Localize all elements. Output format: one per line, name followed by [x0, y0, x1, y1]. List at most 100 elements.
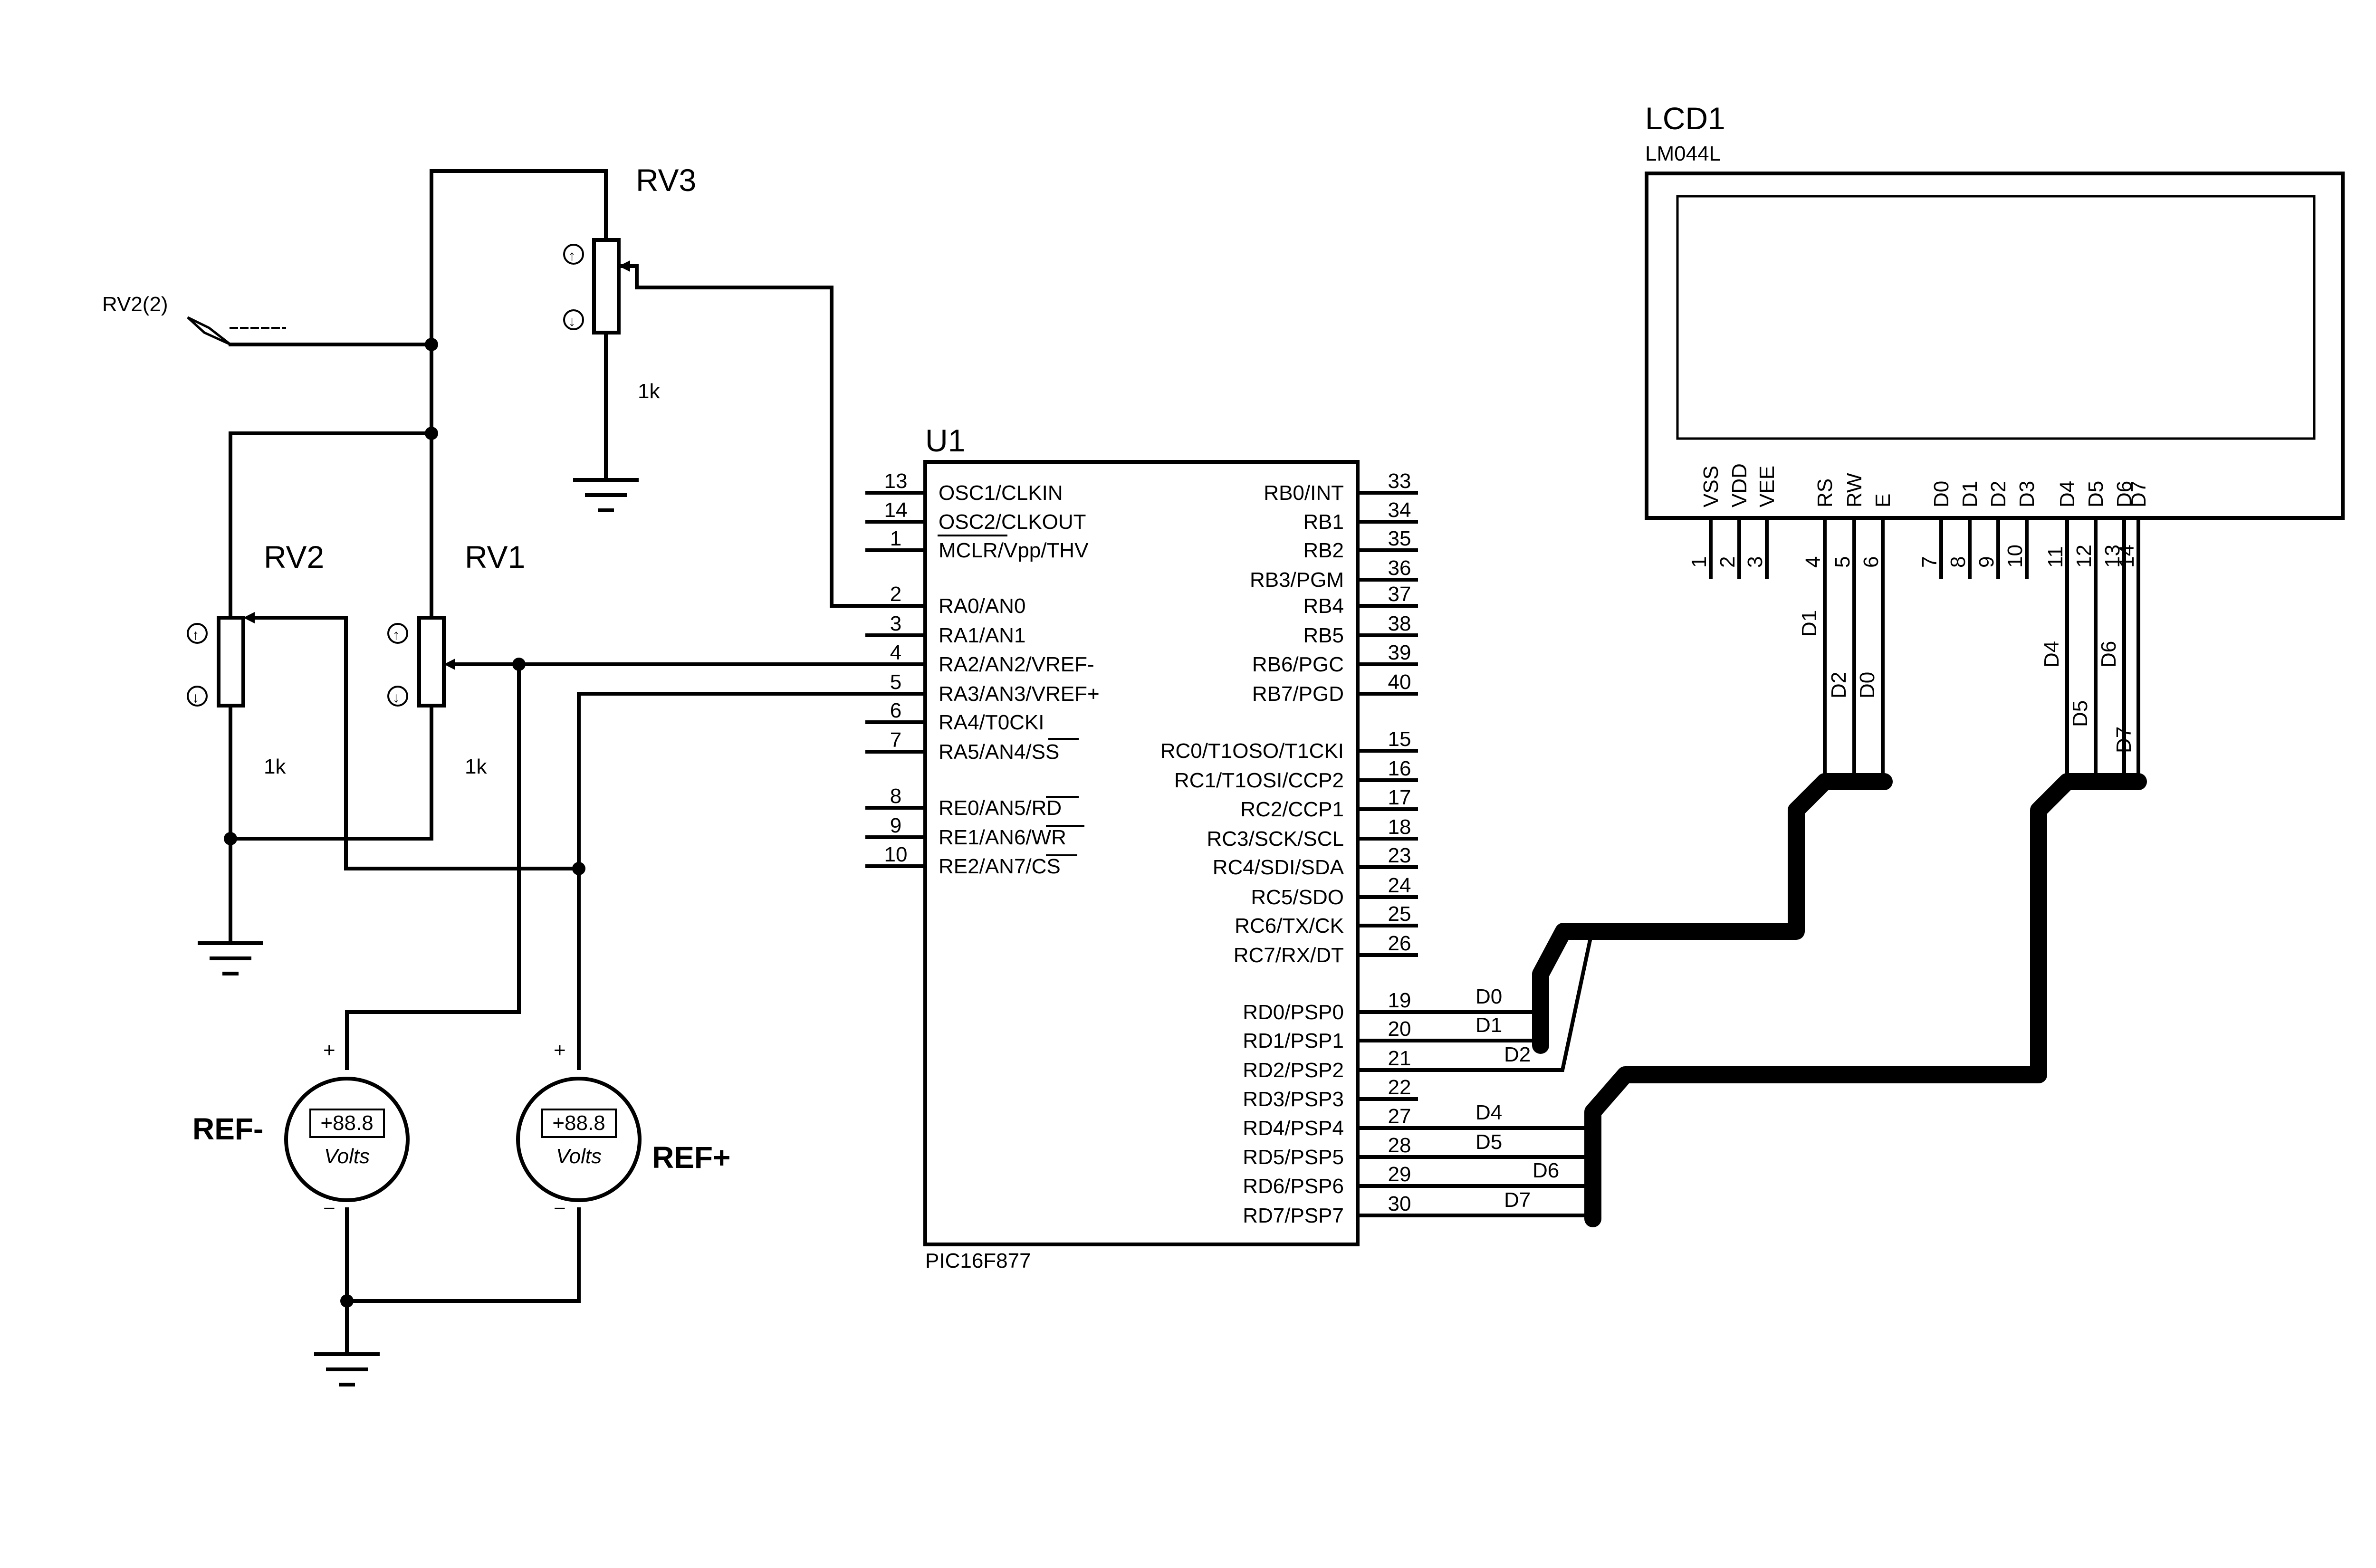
u1-pin-label: RC5/SDO	[1251, 886, 1344, 909]
rv2-ref: RV2	[264, 539, 324, 574]
u1-pin-label: RD4/PSP4	[1243, 1117, 1344, 1140]
u1-pin-label: RB2	[1303, 539, 1344, 562]
wire-rv1-bottom	[229, 704, 433, 841]
junction-dot	[340, 1294, 354, 1308]
voltmeter-ref-minus: +88.8 Volts + − REF-	[192, 1039, 410, 1220]
u1-pin-number: 35	[1388, 527, 1411, 550]
net-label-d2: D2	[1504, 1043, 1531, 1066]
u1-pin-label: RC3/SCK/SCL	[1207, 827, 1344, 851]
u1-pin-number: 30	[1388, 1192, 1411, 1215]
u1-pin-number: 1	[890, 527, 901, 550]
u1-pin-label: MCLR/Vpp/THV	[939, 539, 1089, 562]
lcd-pin-label: D2	[1987, 481, 2010, 507]
u1-pin-label: RB0/INT	[1264, 481, 1344, 505]
net-label-d0: D0	[1475, 985, 1502, 1008]
u1-pin-label: RC1/T1OSI/CCP2	[1174, 769, 1344, 792]
ref-minus-display: +88.8	[320, 1111, 373, 1135]
analog-wires	[224, 169, 927, 1356]
u1-pin-number: 33	[1388, 469, 1411, 493]
potentiometer-rv3: RV3 1k ↑ ↓	[563, 163, 696, 403]
u1-pin-label: RC6/TX/CK	[1235, 914, 1344, 937]
u1-pin-number: 40	[1388, 670, 1411, 694]
u1-pin-label: RD1/PSP1	[1243, 1029, 1344, 1052]
junction-dot	[425, 338, 438, 351]
u1-pin-number: 25	[1388, 902, 1411, 926]
lcd-pin-number: 13	[2101, 545, 2124, 568]
rv3-down-icon	[563, 309, 584, 330]
u1-pin-label: RA5/AN4/SS	[939, 740, 1059, 764]
lcd-pin-number: 12	[2072, 545, 2096, 568]
u1-pin-number: 27	[1388, 1105, 1411, 1128]
rv3-wiper-arrow	[619, 260, 630, 272]
u1-pin-number: 38	[1388, 612, 1411, 635]
lcd-pin-number: 2	[1716, 556, 1739, 568]
lcd-pin-number: 11	[2044, 546, 2067, 568]
u1-pin-number: 19	[1388, 989, 1411, 1012]
ground-symbol-meters	[314, 1352, 380, 1386]
lcd-screen	[1676, 195, 2316, 440]
u1-pin-label: RE1/AN6/WR	[939, 826, 1066, 849]
u1-pin-number: 14	[884, 498, 908, 522]
u1-pin-label: OSC2/CLKOUT	[939, 510, 1086, 534]
u1-pin-number: 2	[890, 583, 901, 606]
u1-pin-label: RD7/PSP7	[1243, 1204, 1344, 1227]
lcd-pin-label: D4	[2056, 481, 2079, 507]
u1-pin-label: RD0/PSP0	[1243, 1001, 1344, 1024]
wire-meter-ground	[345, 1207, 581, 1303]
rv1-down-icon	[387, 686, 408, 707]
u1-pin-label: RA1/AN1	[939, 624, 1025, 647]
lcd-pin-label: VEE	[1755, 466, 1779, 507]
rv3-ref: RV3	[636, 163, 696, 198]
u1-pin-label: RB5	[1303, 624, 1344, 647]
ref-minus-plus-sign: +	[323, 1039, 335, 1062]
ref-plus-label: REF+	[652, 1140, 730, 1175]
lcd-pin-label: D7	[2127, 481, 2150, 507]
u1-pin-label: RD3/PSP3	[1243, 1088, 1344, 1111]
lcd-pin-label: D1	[1958, 481, 1982, 507]
u1-pin-label: RE2/AN7/CS	[939, 855, 1061, 878]
lcd-pin-number: 7	[1918, 556, 1941, 568]
lcd-net-d1: D1	[1798, 610, 1821, 637]
u1-pin-number: 37	[1388, 583, 1411, 606]
u1-pin-number: 21	[1388, 1047, 1411, 1070]
u1-pin-number: 28	[1388, 1134, 1411, 1157]
u1-pin-number: 6	[890, 699, 901, 722]
ref-minus-unit: Volts	[324, 1145, 370, 1168]
rv3-down-glyph: ↓	[568, 314, 575, 329]
rv2-wiper-arrow	[243, 612, 255, 623]
net-label-d1: D1	[1475, 1013, 1502, 1037]
lcd-pin-label: RS	[1813, 478, 1837, 507]
ref-plus-unit: Volts	[556, 1145, 602, 1168]
lcd-part: LM044L	[1645, 142, 1721, 165]
rv2-value: 1k	[264, 755, 286, 778]
u1-pin-number: 8	[890, 784, 901, 808]
ref-minus-body	[284, 1077, 410, 1202]
u1-pin-label: RD6/PSP6	[1243, 1175, 1344, 1198]
lcd-net-d0: D0	[1856, 672, 1879, 698]
u1-pin-label: RC2/CCP1	[1240, 798, 1344, 821]
rv1-ref: RV1	[465, 539, 525, 574]
ref-minus-minus-sign: −	[323, 1197, 335, 1220]
potentiometer-rv2: RV2 1k ↑ ↓	[187, 539, 324, 778]
potentiometer-rv1: RV1 1k ↑ ↓	[387, 539, 525, 778]
lcd-pin-label: E	[1871, 494, 1895, 507]
u1-pin-number: 7	[890, 728, 901, 752]
u1-pin-label: OSC1/CLKIN	[939, 481, 1063, 505]
lcd-pin-number: 5	[1831, 556, 1854, 568]
u1-pin-label: RA3/AN3/VREF+	[939, 682, 1100, 706]
rv1-up-glyph: ↑	[393, 627, 400, 643]
u1-pin-label: RC4/SDI/SDA	[1213, 856, 1344, 879]
junction-dot	[512, 658, 526, 671]
rv3-body	[592, 238, 621, 335]
u1-pin-label: RB3/PGM	[1250, 568, 1344, 592]
rv1-down-glyph: ↓	[393, 690, 400, 706]
lcd-pin-label: RW	[1843, 473, 1866, 507]
u1-pin-number: 17	[1388, 786, 1411, 809]
ref-plus-plus-sign: +	[554, 1039, 566, 1062]
voltmeter-ref-plus: +88.8 Volts + − REF+	[516, 1039, 730, 1220]
wire-rv3-wiper-ra0	[635, 286, 927, 608]
lcd-pin-number: 3	[1744, 556, 1767, 568]
terminal-symbol	[187, 316, 231, 346]
rv2-body	[217, 616, 245, 708]
